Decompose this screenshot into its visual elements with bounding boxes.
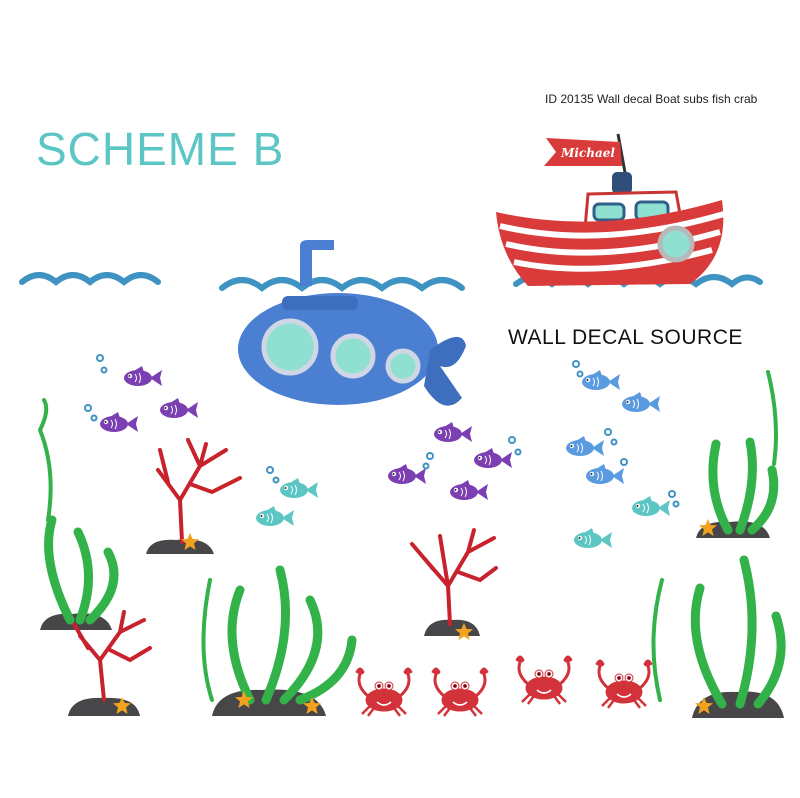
product-id-caption: ID 20135 Wall decal Boat subs fish crab <box>545 92 758 106</box>
rock-icon <box>40 521 784 718</box>
bubble-icon <box>84 354 680 508</box>
crab-icon <box>354 654 654 718</box>
seaweed-icon <box>37 370 786 709</box>
watermark-text: WALL DECAL SOURCE <box>508 326 743 349</box>
submarine-icon <box>238 240 466 406</box>
boat-flag-name: Michael <box>561 146 615 160</box>
coral-icon <box>72 438 498 702</box>
boat-icon <box>496 133 725 286</box>
scheme-title: SCHEME B <box>36 123 285 175</box>
